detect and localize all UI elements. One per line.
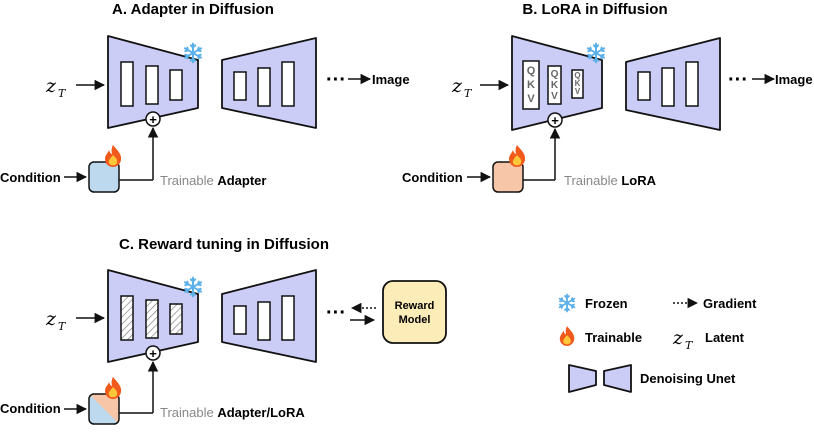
- adapter-lora-module: [88, 393, 120, 425]
- latent-subscript: T: [685, 339, 694, 352]
- unet-block: [257, 301, 271, 341]
- trainable-word: Trainable: [160, 405, 214, 420]
- legend-gradient: Gradient: [703, 296, 757, 311]
- add-node: [145, 345, 161, 361]
- ellipsis: ···: [326, 69, 346, 91]
- legend: Frozen Gradient Trainable z T Latent Den…: [558, 293, 757, 393]
- unet-block-hatched: [145, 299, 159, 339]
- lora-q: Q: [574, 71, 580, 80]
- add-symbol: +: [149, 346, 157, 361]
- unet-block-hatched: [169, 303, 183, 335]
- output-image-label: Image: [372, 72, 410, 87]
- latent-subscript: T: [58, 320, 67, 333]
- add-symbol: +: [551, 113, 559, 128]
- add-symbol: +: [149, 112, 157, 127]
- unet-block: [637, 71, 651, 101]
- fire-icon: [559, 326, 575, 346]
- legend-unet: Denoising Unet: [640, 371, 736, 386]
- panel-c-title: C. Reward tuning in Diffusion: [119, 236, 329, 253]
- legend-trainable: Trainable: [585, 330, 642, 345]
- latent-symbol: z: [45, 308, 57, 330]
- trainable-caption-b: Trainable LoRA: [564, 173, 657, 188]
- legend-frozen: Frozen: [585, 296, 628, 311]
- panel-c-reward: C. Reward tuning in Diffusion z T ··· Re…: [0, 236, 447, 425]
- panel-a-title: A. Adapter in Diffusion: [112, 1, 274, 18]
- latent-symbol: z: [672, 327, 684, 349]
- unet-block: [233, 71, 247, 101]
- reward-model-line2: Model: [399, 314, 431, 326]
- input-latent-label: z T: [451, 75, 473, 100]
- unet-block: [169, 69, 183, 101]
- lora-block: [547, 65, 562, 105]
- unet-block: [120, 61, 134, 107]
- lora-block: [522, 60, 540, 110]
- trainable-lora-name: LoRA: [621, 173, 656, 188]
- lora-q: Q: [527, 65, 536, 77]
- latent-symbol: z: [451, 75, 463, 97]
- fire-icon: [509, 145, 526, 167]
- add-node: [547, 112, 563, 128]
- trainable-caption-a: Trainable Adapter: [160, 173, 266, 188]
- condition-label: Condition: [0, 401, 61, 416]
- lora-k: K: [551, 80, 559, 91]
- trainable-caption-c: Trainable Adapter/LoRA: [160, 405, 305, 420]
- reward-model-line1: Reward: [395, 300, 435, 312]
- lora-v: V: [527, 93, 535, 105]
- adapter-module: [88, 161, 120, 193]
- legend-unet-decoder: [603, 364, 632, 393]
- unet-block: [685, 61, 699, 107]
- condition-label: Condition: [402, 170, 463, 185]
- legend-latent-symbol: z T: [672, 327, 694, 352]
- reward-model-box: [382, 280, 447, 344]
- legend-latent: Latent: [705, 330, 745, 345]
- lora-k: K: [575, 79, 581, 88]
- unet-block-hatched: [120, 295, 134, 341]
- unet-block: [257, 67, 271, 107]
- snowflake-icon: [558, 293, 576, 313]
- lora-block: [571, 69, 584, 99]
- panel-b-title: B. LoRA in Diffusion: [522, 1, 667, 18]
- fire-icon: [105, 377, 122, 399]
- trainable-word: Trainable: [564, 173, 618, 188]
- unet-block: [281, 295, 295, 341]
- ellipsis: ···: [326, 302, 346, 324]
- fire-icon: [105, 145, 122, 167]
- input-latent-label: z T: [45, 308, 67, 333]
- lora-k: K: [527, 79, 535, 91]
- ellipsis: ···: [728, 69, 748, 91]
- latent-symbol: z: [45, 75, 57, 97]
- lora-v: V: [575, 87, 581, 96]
- output-image-label: Image: [775, 72, 813, 87]
- legend-unet-encoder: [568, 364, 597, 393]
- panel-a-adapter: A. Adapter in Diffusion z T ··· Image + …: [0, 1, 410, 193]
- lora-module: [492, 161, 524, 193]
- latent-subscript: T: [464, 87, 473, 100]
- panel-b-lora: B. LoRA in Diffusion z T Q K V Q K V Q K…: [402, 1, 813, 193]
- condition-label: Condition: [0, 170, 61, 185]
- unet-block: [281, 61, 295, 107]
- trainable-word: Trainable: [160, 173, 214, 188]
- unet-block: [233, 305, 247, 335]
- trainable-adapter-name: Adapter: [217, 173, 266, 188]
- lora-v: V: [551, 91, 558, 102]
- latent-subscript: T: [58, 87, 67, 100]
- unet-block: [145, 65, 159, 105]
- input-latent-label: z T: [45, 75, 67, 100]
- add-node: [145, 111, 161, 127]
- unet-block: [661, 67, 675, 107]
- trainable-adapter-lora-name: Adapter/LoRA: [217, 405, 305, 420]
- lora-q: Q: [551, 69, 559, 80]
